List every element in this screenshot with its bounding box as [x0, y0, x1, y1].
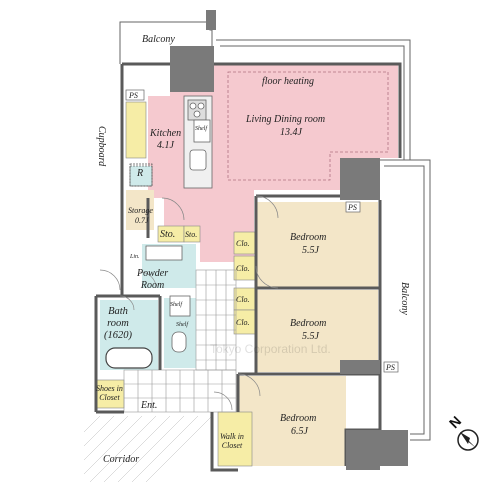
bathroom-label: Bath room (1620)	[104, 306, 132, 342]
shoes-closet-area	[95, 379, 125, 409]
walk-in-closet-area	[217, 411, 253, 467]
kitchen-label: Kitchen	[150, 128, 182, 139]
clo-2-label: Clo.	[236, 264, 250, 273]
storage-size: 0.7J	[135, 216, 149, 225]
toilet-shelf-label: Shelf	[170, 302, 182, 308]
entrance-label: Ent.	[141, 400, 158, 411]
clo-4-label: Clo.	[236, 318, 250, 327]
balcony-right	[378, 159, 431, 441]
balcony-top	[119, 11, 411, 160]
storage-label: Storage	[128, 206, 153, 215]
bedroom-1-area	[256, 202, 378, 288]
north-arrow	[457, 429, 479, 451]
balcony-top-label: Balcony	[142, 34, 175, 45]
watermark: Tokyo Corporation Ltd.	[210, 342, 331, 356]
bedroom-3-size: 6.5J	[291, 426, 308, 437]
bedroom-2-size: 5.5J	[302, 331, 319, 342]
lin-label: Lin.	[130, 254, 140, 260]
floor-heating-label: floor heating	[262, 76, 314, 87]
powder-room-label: Powder Room	[137, 268, 169, 291]
ps-right-label: PS	[386, 363, 395, 372]
bathtub	[105, 347, 153, 369]
living-dining-size: 13.4J	[280, 127, 302, 138]
clo-3-label: Clo.	[236, 295, 250, 304]
cupboard-label: Cupboard	[96, 126, 107, 167]
toilet	[171, 331, 187, 353]
columns	[170, 10, 408, 470]
sto-1-label: Sto.	[160, 229, 176, 240]
toilet-shelf-label-2: Shelf	[176, 322, 188, 328]
cupboard-area	[125, 101, 147, 159]
refrigerator-box	[129, 163, 153, 187]
kitchen-size: 4.1J	[157, 140, 174, 151]
clo-1-label: Clo.	[236, 239, 250, 248]
sto-2-label: Sto.	[185, 230, 198, 239]
living-dining-label: Living Dining room	[246, 114, 326, 125]
ps-right-box	[383, 361, 399, 373]
bedroom-1-size: 5.5J	[302, 245, 319, 256]
doors	[99, 195, 279, 411]
ps-mid-box	[345, 201, 361, 213]
bedroom-3-label: Bedroom	[280, 413, 317, 424]
vanity-sink	[145, 245, 183, 261]
ps-mid-label: PS	[348, 203, 357, 212]
entrance-tiles	[123, 269, 237, 413]
sto-2-area	[183, 225, 201, 243]
refrigerator-label: R	[137, 168, 144, 179]
walk-in-closet-label: Walk in Closet	[220, 432, 244, 451]
corridor-area	[83, 415, 213, 483]
washer	[169, 295, 191, 317]
ps-top-label: PS	[129, 91, 138, 100]
kitchen-shelf-label: Shelf	[195, 126, 207, 132]
corridor-label: Corridor	[103, 454, 140, 465]
balcony-right-label: Balcony	[399, 282, 410, 315]
kitchen-fixtures	[129, 95, 213, 189]
walls	[94, 62, 402, 472]
ps-top-box	[125, 89, 145, 101]
bedroom-2-label: Bedroom	[290, 318, 327, 329]
bedroom-3-area	[238, 376, 346, 466]
floor-heating-zone	[227, 71, 389, 181]
shoes-closet-label: Shoes in Closet	[96, 384, 123, 403]
bedroom-2-area	[256, 290, 378, 372]
bedroom-1-label: Bedroom	[290, 232, 327, 243]
